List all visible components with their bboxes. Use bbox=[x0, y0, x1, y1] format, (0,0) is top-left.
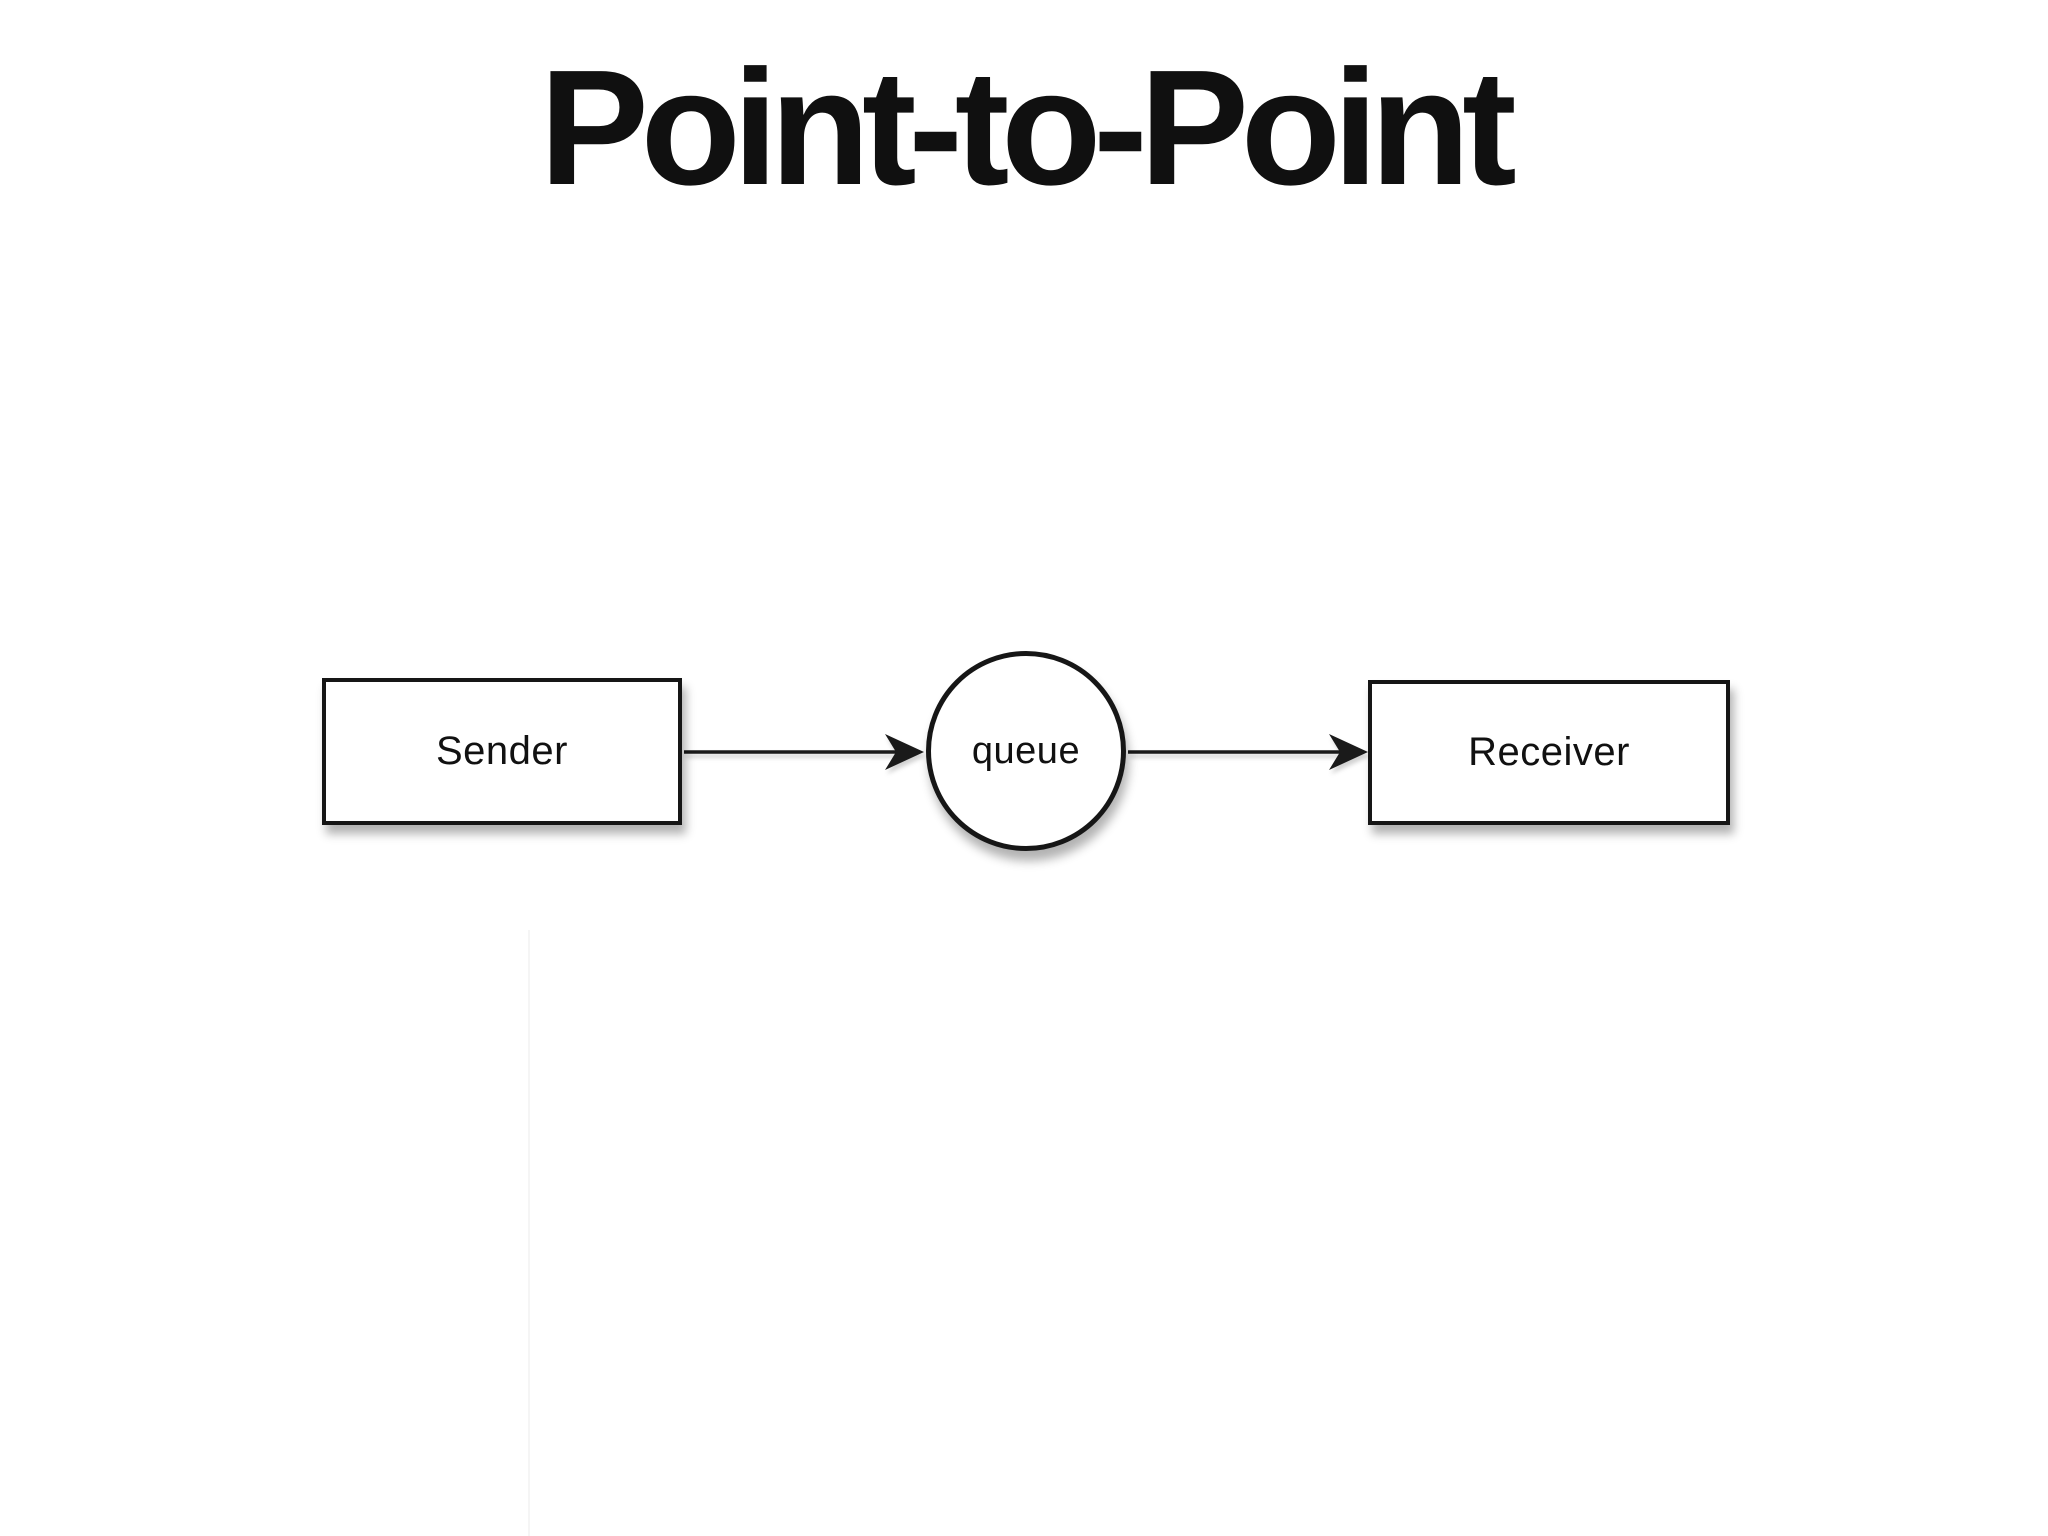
arrow-sender-to-queue bbox=[684, 734, 924, 770]
node-receiver: Receiver bbox=[1368, 680, 1730, 825]
slide-title: Point-to-Point bbox=[539, 36, 1516, 219]
arrow-queue-to-receiver bbox=[1128, 734, 1368, 770]
background-artifact-line bbox=[528, 930, 530, 1536]
node-sender: Sender bbox=[322, 678, 682, 825]
node-queue: queue bbox=[926, 651, 1126, 851]
node-sender-label: Sender bbox=[436, 729, 568, 773]
node-receiver-label: Receiver bbox=[1468, 730, 1630, 774]
node-queue-label: queue bbox=[971, 729, 1081, 772]
